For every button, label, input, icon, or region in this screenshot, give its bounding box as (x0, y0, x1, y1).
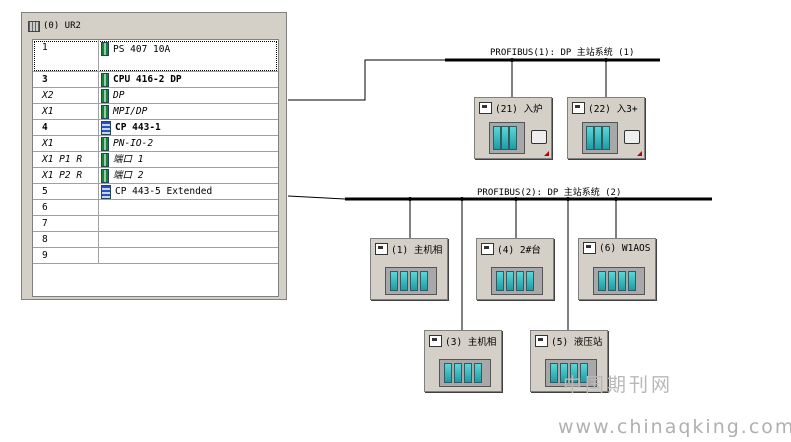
station-5-label: (5) 液压站 (551, 337, 603, 348)
station-pc-icon (429, 335, 442, 347)
station-pc-icon (572, 102, 585, 114)
rack-row[interactable]: 7 (33, 216, 278, 232)
rack-row[interactable]: 9 (33, 248, 278, 264)
module-icon (101, 152, 109, 167)
plc-rack-icon (489, 122, 525, 154)
rack-module-cell: PN-IO-2 (101, 136, 278, 151)
station-21[interactable]: (21) 入炉 (474, 97, 552, 159)
rack-slot-number: 1 (33, 40, 99, 71)
rack-row[interactable]: X1 P1 R 端口 1 (33, 152, 278, 168)
station-4[interactable]: (4) 2#台 (476, 238, 554, 300)
rack-row[interactable]: 4 CP 443-1 (33, 120, 278, 136)
module-icon (101, 104, 109, 119)
plc-rack-icon (439, 359, 491, 387)
rack-slot-number: 5 (33, 184, 99, 199)
rack-slot-number: X1 P1 R (33, 152, 99, 167)
module-icon (101, 168, 109, 183)
rack-slot-number: 9 (33, 248, 99, 263)
rack-slot-number: 7 (33, 216, 99, 231)
watermark-cn: 中国期刊网 (563, 374, 674, 396)
module-icon (101, 136, 109, 151)
module-icon (101, 88, 109, 103)
status-corner-icon (637, 151, 642, 156)
station-22-label: (22) 入3+ (588, 104, 638, 115)
rack-slot-number: 8 (33, 232, 99, 247)
rack-module-label: PN-IO-2 (113, 138, 154, 149)
rack-row[interactable]: 8 (33, 232, 278, 248)
rack-module-label: DP (113, 90, 125, 101)
plc-rack-icon (593, 267, 645, 295)
profibus-1-label[interactable]: PROFIBUS(1): DP 主站系统 (1) (490, 48, 635, 58)
station-3-label: (3) 主机相 (445, 337, 497, 348)
rack-title: (0) UR2 (28, 19, 81, 33)
plc-rack-icon (582, 122, 618, 154)
rack-row[interactable]: X2 DP (33, 88, 278, 104)
rack-module-cell: CP 443-5 Extended (101, 184, 278, 199)
rack-row[interactable]: 5 CP 443-5 Extended (33, 184, 278, 200)
rack-module-label: CP 443-5 Extended (115, 186, 213, 197)
rack-module-cell: PS 407 10A (101, 40, 278, 73)
station-6-label: (6) W1AOS (599, 242, 651, 254)
station-pc-icon (375, 243, 388, 255)
rack-module-label: PS 407 10A (113, 44, 171, 55)
module-icon (101, 72, 109, 87)
station-6[interactable]: (6) W1AOS (578, 238, 656, 300)
rack-slot-number: 4 (33, 120, 99, 135)
rack-configuration-table[interactable]: 1 PS 407 10A 3 CPU 416-2 DP X2 DP X1 MPI/DP 4 CP … (32, 39, 279, 297)
watermark-url: www.chinaqking.com (558, 416, 791, 438)
station-pc-icon (481, 243, 494, 255)
rack-slot-number: 3 (33, 72, 99, 87)
connector-icon (531, 130, 547, 144)
rack-module-label: 端口 1 (113, 154, 144, 165)
station-pc-icon (535, 335, 548, 347)
station-21-label: (21) 入炉 (495, 104, 543, 115)
rack-module-label: CPU 416-2 DP (113, 74, 182, 85)
rack-slot-number: X1 P2 R (33, 168, 99, 183)
rack-slot-number: 6 (33, 200, 99, 215)
station-5[interactable]: (5) 液压站 (530, 330, 608, 392)
rack-module-cell: CP 443-1 (101, 120, 278, 135)
rack-module-label: 端口 2 (113, 170, 144, 181)
rack-module-label: MPI/DP (113, 106, 148, 117)
station-1[interactable]: (1) 主机相 (370, 238, 448, 300)
rack-module-cell: DP (101, 88, 278, 103)
rack-row[interactable]: X1 PN-IO-2 (33, 136, 278, 152)
station-22[interactable]: (22) 入3+ (567, 97, 645, 159)
network-module-icon (101, 120, 111, 135)
rack-slot-number: X1 (33, 104, 99, 119)
rack-row[interactable]: X1 P2 R 端口 2 (33, 168, 278, 184)
station-pc-icon (479, 102, 492, 114)
rack-row[interactable]: 1 PS 407 10A (33, 40, 278, 72)
station-4-label: (4) 2#台 (497, 245, 541, 256)
rack-row[interactable]: 3 CPU 416-2 DP (33, 72, 278, 88)
rack-row[interactable]: 6 (33, 200, 278, 216)
rack-module-cell: 端口 1 (101, 152, 278, 167)
plc-rack-icon (385, 267, 437, 295)
connector-icon (624, 130, 640, 144)
rack-to-bus1-link (288, 59, 450, 101)
module-icon (101, 42, 109, 56)
rack-slot-number: X2 (33, 88, 99, 103)
rack-module-cell: MPI/DP (101, 104, 278, 119)
plc-rack-icon (545, 359, 597, 387)
plc-rack-icon (491, 267, 543, 295)
rack-window[interactable]: (0) UR2 1 PS 407 10A 3 CPU 416-2 DP X2 DP X1 MP… (21, 12, 287, 300)
network-module-icon (101, 184, 111, 199)
rack-slot-number: X1 (33, 136, 99, 151)
station-pc-icon (583, 242, 596, 254)
profibus-2-label[interactable]: PROFIBUS(2): DP 主站系统 (2) (477, 188, 622, 198)
rack-module-cell: CPU 416-2 DP (101, 72, 278, 87)
rack-title-text: (0) UR2 (43, 21, 81, 31)
station-3[interactable]: (3) 主机相 (424, 330, 502, 392)
rack-row[interactable]: X1 MPI/DP (33, 104, 278, 120)
rack-icon (28, 20, 40, 32)
status-corner-icon (544, 151, 549, 156)
rack-module-cell: 端口 2 (101, 168, 278, 183)
rack-module-label: CP 443-1 (115, 122, 161, 133)
station-1-label: (1) 主机相 (391, 245, 443, 256)
